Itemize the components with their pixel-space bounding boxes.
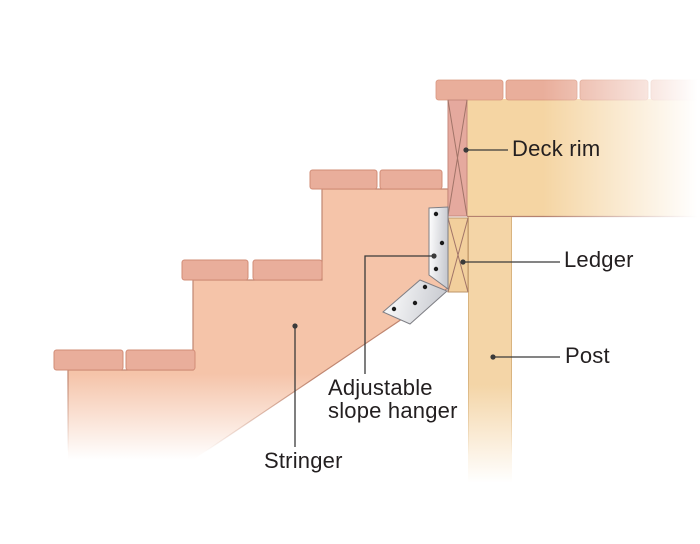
tread-board (309, 169, 378, 190)
deck-board (579, 79, 649, 101)
nail-hole (439, 240, 445, 246)
deck-rim-label: Deck rim (512, 136, 601, 161)
leader-dot-hanger (431, 253, 437, 259)
deck-rim-cross-line (447, 99, 468, 217)
leader-dot-stringer (292, 323, 298, 329)
adjustable-slope-hanger-label-line2: slope hanger (328, 398, 458, 423)
leader-dot-deck-rim (463, 147, 469, 153)
tread-board (53, 349, 124, 371)
tread-board (252, 259, 323, 281)
stringer-shape (67, 188, 449, 544)
tread-board (379, 169, 443, 190)
adjustable-slope-hanger-label-line1: Adjustable (328, 375, 433, 400)
post-label: Post (565, 343, 610, 368)
hanger-nail-holes (391, 211, 445, 312)
adjustable-slope-hanger-label: Adjustable slope hanger (328, 376, 458, 422)
nail-hole (412, 300, 418, 306)
nail-hole (433, 266, 439, 272)
stringer-label: Stringer (264, 448, 343, 473)
hanger-strap (428, 206, 449, 290)
ledger-cross-line (447, 217, 469, 293)
leader-dot-post (490, 354, 496, 360)
nail-hole (433, 211, 439, 217)
post-board (468, 217, 512, 483)
nail-hole (391, 306, 397, 312)
leader-dot-ledger (460, 259, 466, 265)
nail-hole (422, 284, 428, 290)
ledger-label: Ledger (564, 247, 634, 272)
deck-framing (467, 99, 698, 216)
tread-board (181, 259, 249, 281)
deck-board (435, 79, 504, 101)
leader-line-hanger (364, 255, 434, 374)
deck-board (650, 79, 700, 101)
deck-board (505, 79, 578, 101)
tread-board (125, 349, 196, 371)
